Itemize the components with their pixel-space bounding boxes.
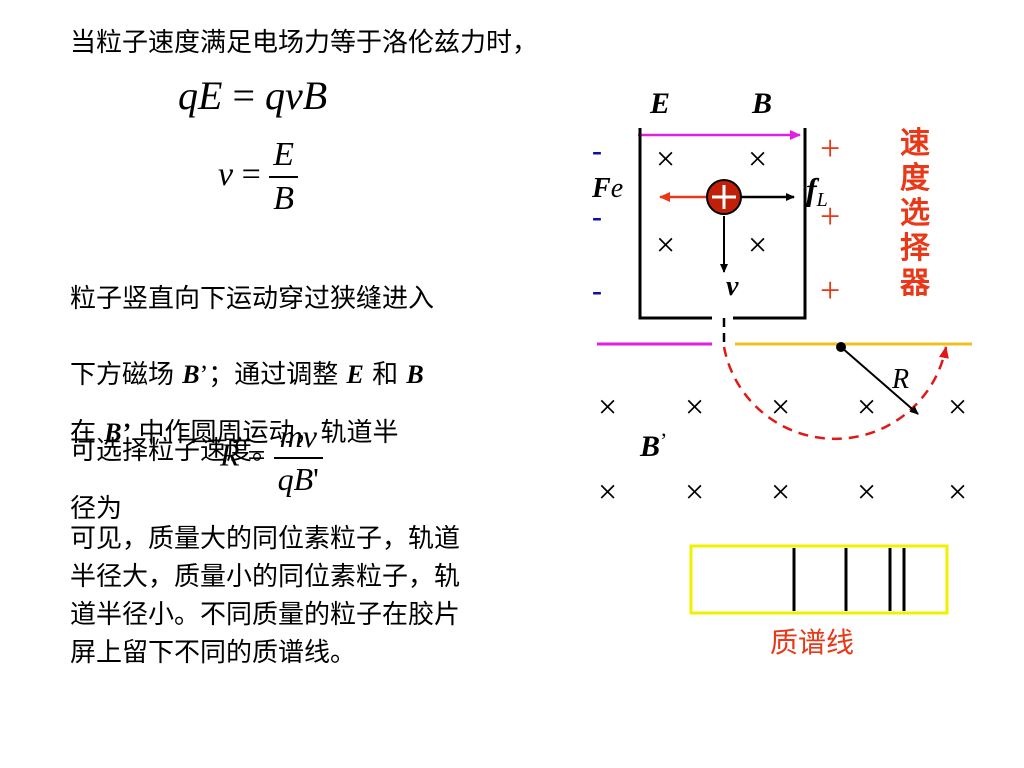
selector-char-2: 度: [900, 161, 930, 196]
eq2-equals: =: [241, 155, 261, 193]
eq1-lhs-E: E: [198, 73, 223, 118]
para1-line1: 粒子竖直向下运动穿过狭缝进入: [70, 284, 435, 314]
positive-ion: [706, 179, 742, 215]
plus-sign-1: +: [820, 128, 840, 168]
circular-trajectory: [722, 346, 949, 441]
eq2-numerator: E: [273, 136, 295, 173]
left-plate: [638, 128, 712, 320]
eq1-rhs-v: v: [285, 73, 303, 118]
eq1-rhs-q: q: [265, 73, 285, 118]
b-field-cross-4: ×: [748, 227, 767, 264]
b-prime-cross-r1-5: ×: [948, 389, 967, 426]
para1-line3: 可选择粒子速度。: [70, 436, 279, 466]
b-field-cross-3: ×: [656, 227, 675, 264]
para2-line1: 在 B’ 中作圆周运动，轨道半: [70, 414, 399, 452]
velocity-selector-label: 速 度 选 择 器: [899, 126, 931, 301]
label-B: B: [751, 87, 772, 120]
para1-symbol-B: B: [406, 360, 424, 389]
b-prime-cross-r1-3: ×: [771, 389, 790, 426]
intro-text: 当粒子速度满足电场力等于洛伦兹力时，: [70, 28, 539, 58]
minus-sign-2: -: [592, 200, 602, 233]
photographic-plate: [689, 544, 949, 615]
paragraph-circular-motion: 在 B’ 中作圆周运动，轨道半 径为: [70, 376, 399, 566]
para1-line2: 下方磁场 B’；通过调整 E 和 B: [70, 356, 434, 394]
label-v: v: [726, 271, 739, 302]
minus-sign-3: -: [592, 274, 602, 307]
equation-radius: R = mv qB': [220, 418, 323, 498]
para2-line2: 径为: [70, 494, 123, 524]
b-field-cross-2: ×: [748, 141, 767, 178]
b-prime-cross-r2-4: ×: [857, 474, 876, 511]
para1-symbol-E: E: [346, 360, 364, 389]
para2-symbol-B-prime: B’: [104, 418, 131, 447]
plus-sign-3: +: [820, 270, 840, 310]
radius-arrow: [840, 346, 919, 415]
eq3-fraction: mv qB': [273, 418, 323, 498]
label-Fe: Fe: [591, 173, 623, 204]
eq2-denominator: B: [269, 176, 299, 218]
para1-prime: ’: [199, 360, 209, 389]
eq3-den-q: q: [277, 461, 294, 497]
b-prime-cross-r1-2: ×: [685, 389, 704, 426]
eq1-rhs-B: B: [302, 73, 328, 118]
label-fL: fL: [806, 171, 828, 211]
para1-text-d: ；通过调整: [208, 360, 347, 390]
minus-sign-1: -: [592, 134, 602, 167]
selector-char-4: 择: [900, 231, 931, 266]
selector-char-5: 器: [899, 266, 931, 301]
plus-sign-2: +: [820, 196, 840, 236]
equation-velocity: v = E B: [218, 136, 299, 218]
label-B-prime: B’: [639, 428, 667, 463]
selector-char-3: 选: [900, 196, 930, 231]
eq3-den-B: B: [293, 461, 314, 497]
selector-char-1: 速: [900, 126, 930, 161]
eq3-numerator: mv: [279, 418, 317, 454]
paragraph-slit: 粒子竖直向下运动穿过狭缝进入 下方磁场 B’；通过调整 E 和 B 可选择粒子速…: [70, 242, 434, 508]
b-prime-cross-r2-2: ×: [685, 474, 704, 511]
b-prime-cross-r1-1: ×: [598, 389, 617, 426]
eq3-den-prime: ': [313, 461, 319, 497]
para2-text-c: 中作圆周运动，轨道半: [130, 418, 399, 448]
para1-symbol-B-prime-base: B: [182, 360, 200, 389]
eq2-fraction: E B: [269, 136, 299, 218]
b-prime-cross-r1-4: ×: [857, 389, 876, 426]
eq3-lhs: R: [220, 436, 240, 473]
para1-text-a: 下方磁场: [70, 360, 183, 390]
para2-text-a: 在: [70, 418, 105, 448]
eq3-equals: =: [247, 436, 266, 473]
b-prime-cross-r2-5: ×: [948, 474, 967, 511]
paragraph-conclusion: 可见，质量大的同位素粒子，轨道 半径大，质量小的同位素粒子，轨 道半径小。不同质…: [70, 524, 461, 668]
eq1-lhs-q: q: [178, 73, 198, 118]
para1-text-f: 和: [363, 360, 407, 390]
label-E: E: [649, 87, 670, 120]
b-field-cross-1: ×: [656, 141, 675, 178]
b-prime-cross-r2-1: ×: [598, 474, 617, 511]
eq2-lhs: v: [218, 155, 234, 193]
spectrum-label: 质谱线: [770, 626, 854, 659]
b-prime-cross-r2-3: ×: [771, 474, 790, 511]
right-plate: [733, 128, 807, 320]
eq3-denominator: qB': [273, 457, 323, 498]
equation-force-balance: qE = qvB: [178, 72, 327, 119]
label-R: R: [891, 364, 909, 395]
eq1-equals: =: [232, 73, 255, 118]
